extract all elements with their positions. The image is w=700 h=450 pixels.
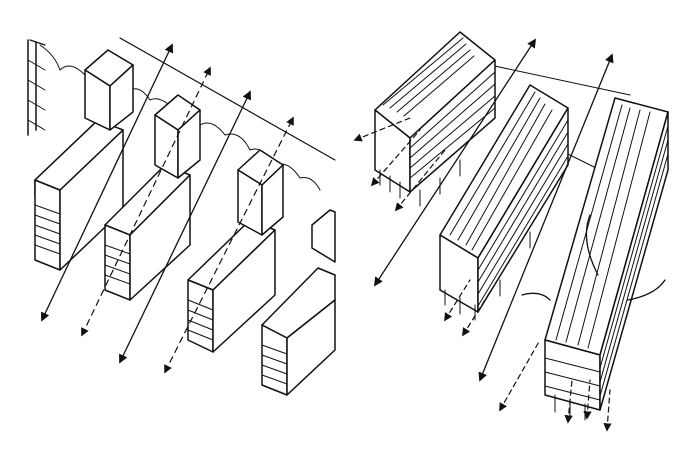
secondary-axis-arrow <box>462 291 491 337</box>
secondary-axis-arrow <box>583 379 592 420</box>
curve-indicator <box>521 292 551 301</box>
secondary-axis-arrow <box>164 116 294 374</box>
secondary-axis-arrow <box>81 66 211 337</box>
view-axis-arrow <box>478 53 614 382</box>
secondary-axis-arrow <box>370 129 421 187</box>
secondary-axis-arrow <box>603 389 612 432</box>
secondary-axis-arrow <box>444 279 471 322</box>
left-panel <box>27 37 336 396</box>
curve-indicator <box>627 279 666 301</box>
secondary-axis-arrow <box>564 379 573 424</box>
secondary-axis-arrow <box>353 117 411 142</box>
secondary-axis-arrow <box>499 339 541 412</box>
right-panel <box>353 31 669 432</box>
secondary-axis-arrow <box>394 149 446 212</box>
